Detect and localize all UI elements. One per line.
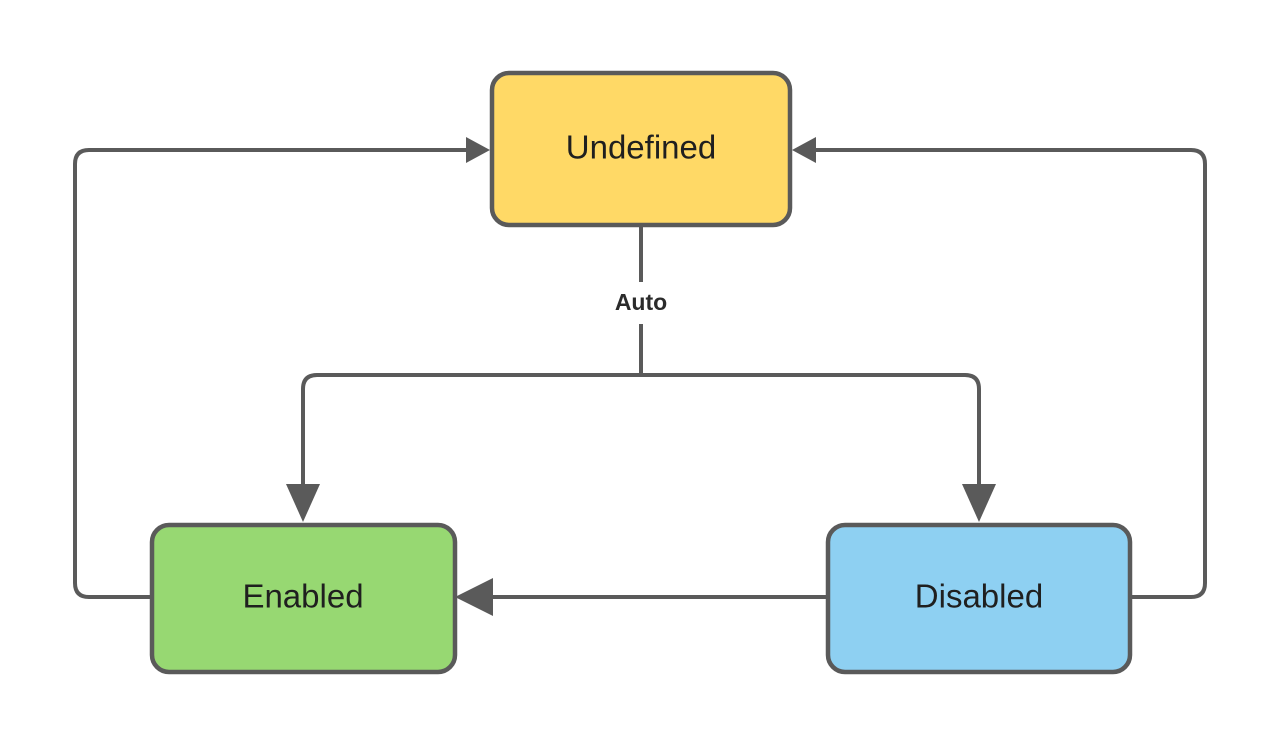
node-undefined[interactable]: Undefined — [489, 70, 793, 228]
edge-fork-to-disabled-line — [641, 373, 981, 486]
edge-label-auto-group: Auto — [595, 282, 687, 324]
edge-label-auto: Auto — [615, 289, 667, 315]
arrow-head-into-enabled-right — [455, 578, 493, 616]
edge-disabled-to-undefined-line — [804, 148, 1207, 599]
node-disabled-box — [825, 522, 1133, 675]
arrow-head-into-undefined-left — [466, 137, 490, 163]
arrow-head-into-undefined-right — [792, 137, 816, 163]
edge-enabled-to-undefined[interactable] — [73, 137, 490, 599]
node-enabled-label: Enabled — [242, 578, 363, 615]
node-group: Undefined Enabled Disabled — [149, 70, 1133, 675]
node-disabled-label: Disabled — [915, 578, 1043, 615]
node-enabled-box — [149, 522, 458, 675]
edge-disabled-to-undefined[interactable] — [792, 137, 1207, 599]
arrow-head-into-enabled-top — [286, 484, 320, 522]
node-undefined-label: Undefined — [566, 129, 716, 166]
arrow-head-into-disabled-top — [962, 484, 996, 522]
edge-label-auto-background — [595, 282, 687, 324]
node-disabled[interactable]: Disabled — [825, 522, 1133, 675]
node-undefined-box — [489, 70, 793, 228]
edge-fork-to-enabled-line — [301, 373, 641, 486]
node-enabled[interactable]: Enabled — [149, 522, 458, 675]
edge-undefined-fork[interactable] — [286, 225, 996, 522]
edge-enabled-to-undefined-line — [73, 148, 478, 599]
